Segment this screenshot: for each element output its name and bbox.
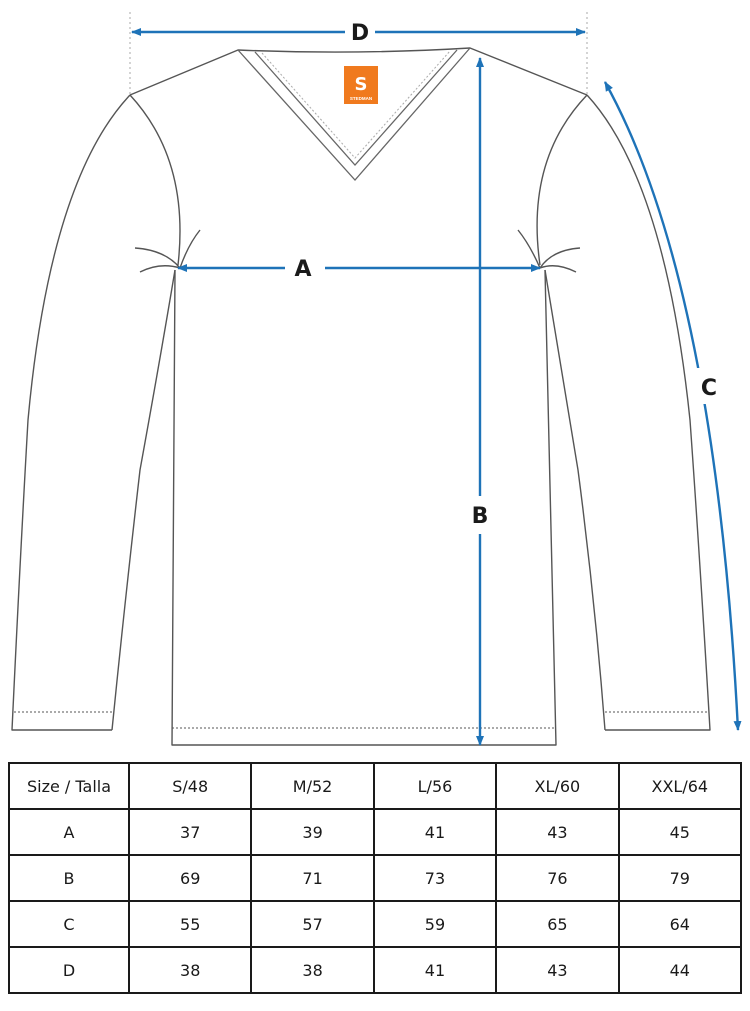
- column-header: XXL/64: [617, 762, 743, 810]
- table-cell: 79: [617, 854, 743, 902]
- table-row: A 37 39 41 43 45: [8, 808, 743, 856]
- dimension-b-label: B: [472, 504, 489, 529]
- column-header: L/56: [372, 762, 498, 810]
- table-cell: 41: [372, 808, 498, 856]
- svg-text:STEDMAN: STEDMAN: [350, 96, 372, 101]
- column-header: XL/60: [495, 762, 620, 810]
- dimension-c-arrow: [603, 81, 742, 731]
- table-cell: 39: [250, 808, 375, 856]
- table-cell: A: [8, 808, 130, 856]
- size-table: Size / Talla S/48 M/52 L/56 XL/60 XXL/64…: [8, 762, 743, 994]
- table-cell: 37: [127, 808, 253, 856]
- brand-logo: S STEDMAN: [344, 66, 378, 104]
- table-header-row: Size / Talla S/48 M/52 L/56 XL/60 XXL/64: [8, 762, 743, 810]
- table-row: C 55 57 59 65 64: [8, 900, 743, 948]
- column-header: Size / Talla: [8, 762, 130, 810]
- dimension-d-label: D: [351, 21, 369, 46]
- table-cell: 65: [495, 900, 620, 948]
- svg-text:S: S: [355, 74, 368, 95]
- table-cell: C: [8, 900, 130, 948]
- table-cell: 71: [250, 854, 375, 902]
- dimension-a-label: A: [294, 257, 311, 282]
- table-cell: 43: [495, 946, 620, 994]
- table-cell: 41: [372, 946, 498, 994]
- table-cell: D: [8, 946, 130, 994]
- table-cell: B: [8, 854, 130, 902]
- table-cell: 73: [372, 854, 498, 902]
- table-row: B 69 71 73 76 79: [8, 854, 743, 902]
- table-cell: 43: [495, 808, 620, 856]
- shirt-diagram: S STEDMAN D A B C: [11, 12, 742, 746]
- table-cell: 38: [127, 946, 253, 994]
- table-cell: 38: [250, 946, 375, 994]
- column-header: M/52: [250, 762, 375, 810]
- table-cell: 45: [617, 808, 743, 856]
- shirt-outline: [11, 47, 711, 746]
- column-header: S/48: [127, 762, 253, 810]
- dimension-c-label: C: [701, 376, 717, 401]
- table-cell: 57: [250, 900, 375, 948]
- v-neck-collar: [237, 47, 471, 181]
- table-row: D 38 38 41 43 44: [8, 946, 743, 994]
- table-cell: 64: [617, 900, 743, 948]
- table-cell: 76: [495, 854, 620, 902]
- table-cell: 69: [127, 854, 253, 902]
- table-cell: 44: [617, 946, 743, 994]
- table-cell: 55: [127, 900, 253, 948]
- table-cell: 59: [372, 900, 498, 948]
